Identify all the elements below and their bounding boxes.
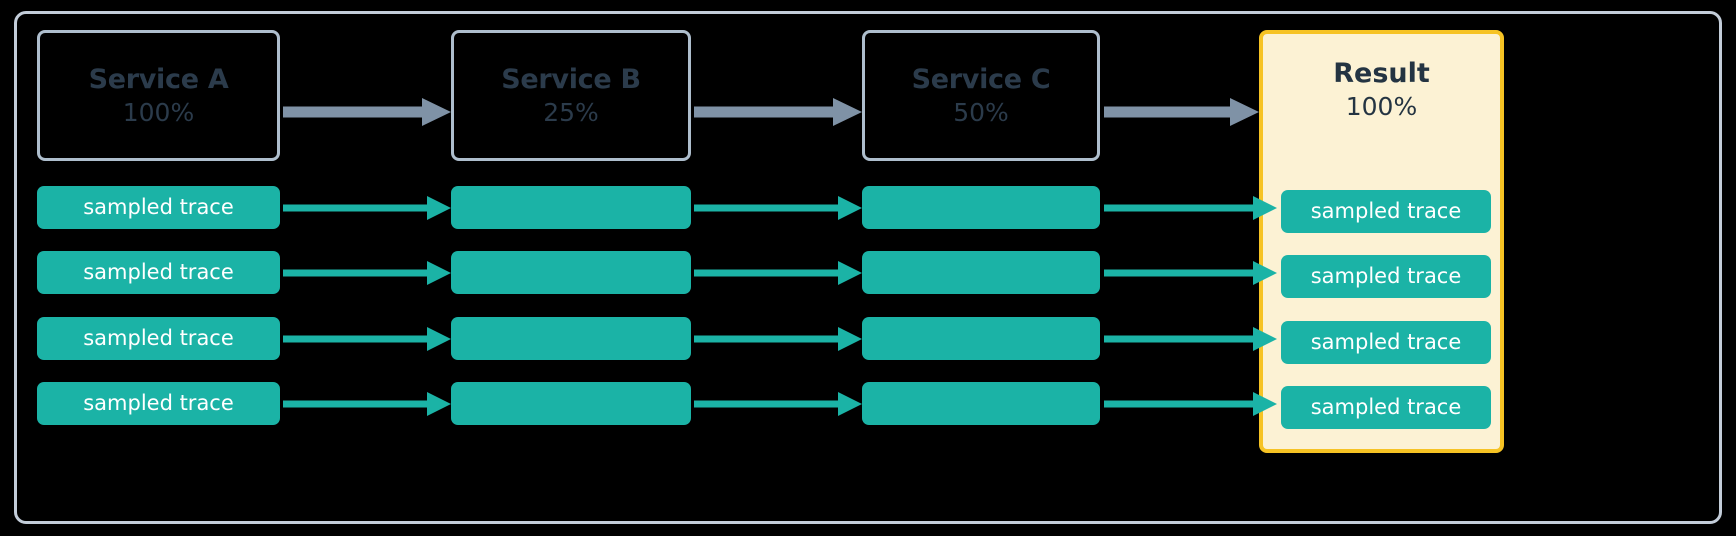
service-node-service-b[interactable]: Service B 25% [451,30,691,161]
flow-arrow-service-c-to-result-icon [1104,98,1259,126]
trace-bar-label: sampled trace [83,326,234,350]
trace-bar-label: sampled trace [83,195,234,219]
trace-arrow-row-3-c-to-result-icon [1104,327,1277,351]
trace-bar-service-a-row-4[interactable]: sampled trace [37,382,280,425]
flow-arrow-service-a-to-b-icon [283,98,451,126]
trace-bar-label: sampled trace [1310,264,1462,288]
result-column[interactable]: Result 100% sampled trace sampled trace … [1259,30,1504,453]
service-node-service-a[interactable]: Service A 100% [37,30,280,161]
trace-bar-result-row-4[interactable]: sampled trace [1281,386,1491,429]
trace-bar-label: sampled trace [83,391,234,415]
service-node-percent: 25% [543,98,599,127]
trace-bar-label: sampled trace [1310,395,1462,419]
trace-bar-service-a-row-2[interactable]: sampled trace [37,251,280,294]
service-node-percent: 50% [953,98,1009,127]
trace-bar-service-b-row-2[interactable] [451,251,691,294]
result-header: Result 100% [1263,60,1500,119]
trace-bar-service-a-row-1[interactable]: sampled trace [37,186,280,229]
trace-arrow-row-1-b-to-c-icon [694,196,862,220]
service-node-title: Service A [88,64,229,95]
trace-bar-service-b-row-3[interactable] [451,317,691,360]
trace-arrow-row-2-c-to-result-icon [1104,261,1277,285]
service-node-percent: 100% [122,98,195,127]
diagram-frame: Service A 100% Service B 25% Service C 5… [14,11,1722,524]
trace-bar-service-c-row-4[interactable] [862,382,1100,425]
trace-arrow-row-1-a-to-b-icon [283,196,451,220]
result-title: Result [1333,58,1430,89]
trace-bar-result-row-2[interactable]: sampled trace [1281,255,1491,298]
service-node-service-c[interactable]: Service C 50% [862,30,1100,161]
trace-arrow-row-2-a-to-b-icon [283,261,451,285]
trace-bar-service-a-row-3[interactable]: sampled trace [37,317,280,360]
trace-bar-service-c-row-3[interactable] [862,317,1100,360]
service-node-title: Service C [911,64,1051,95]
flow-arrow-service-b-to-c-icon [694,98,862,126]
trace-bar-service-b-row-1[interactable] [451,186,691,229]
trace-arrow-row-4-c-to-result-icon [1104,392,1277,416]
trace-arrow-row-4-a-to-b-icon [283,392,451,416]
trace-arrow-row-1-c-to-result-icon [1104,196,1277,220]
trace-arrow-row-4-b-to-c-icon [694,392,862,416]
trace-bar-label: sampled trace [1310,330,1462,354]
result-percent: 100% [1345,92,1418,121]
trace-bar-label: sampled trace [1310,199,1462,223]
trace-bar-result-row-1[interactable]: sampled trace [1281,190,1491,233]
trace-bar-service-c-row-1[interactable] [862,186,1100,229]
trace-arrow-row-2-b-to-c-icon [694,261,862,285]
trace-bar-service-c-row-2[interactable] [862,251,1100,294]
trace-bar-service-b-row-4[interactable] [451,382,691,425]
trace-bar-result-row-3[interactable]: sampled trace [1281,321,1491,364]
trace-bar-label: sampled trace [83,260,234,284]
trace-arrow-row-3-b-to-c-icon [694,327,862,351]
service-node-title: Service B [501,64,641,95]
trace-arrow-row-3-a-to-b-icon [283,327,451,351]
